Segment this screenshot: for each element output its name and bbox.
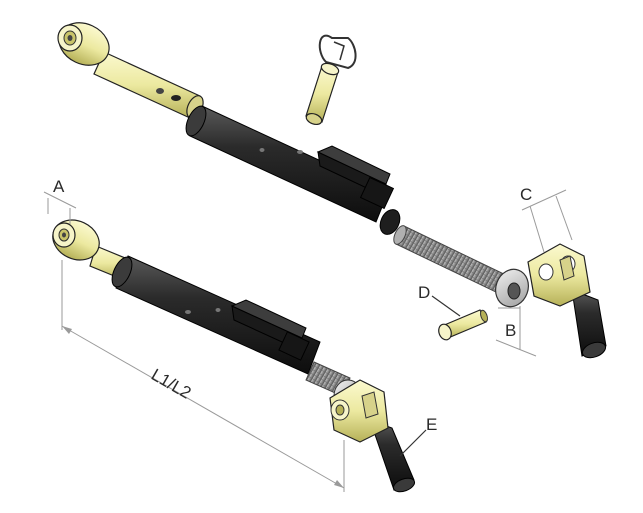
dimension-label-a: A — [53, 177, 65, 196]
leader-e — [399, 429, 427, 457]
exploded-assembly — [57, 22, 607, 359]
part-label-e: E — [426, 415, 437, 434]
top-clevis-fork — [527, 243, 607, 359]
dimension-label-length: L1/L2 — [148, 365, 194, 403]
dimension-label-b: B — [505, 321, 516, 340]
top-rod-cross-hole — [171, 95, 181, 101]
dimension-label-c: C — [520, 185, 532, 204]
lynch-pin — [305, 34, 357, 126]
bottom-black-tube — [111, 255, 321, 375]
clevis-pin-d — [438, 309, 488, 341]
top-black-tube — [185, 105, 401, 235]
top-grey-threaded-rod — [393, 225, 529, 308]
part-label-d: D — [418, 283, 430, 302]
dimension-lines — [43, 189, 573, 492]
bottom-clevis-assembly — [329, 379, 416, 493]
leader-d — [431, 295, 461, 317]
assembled-top-link — [52, 219, 416, 493]
top-yellow-rod — [57, 22, 204, 119]
